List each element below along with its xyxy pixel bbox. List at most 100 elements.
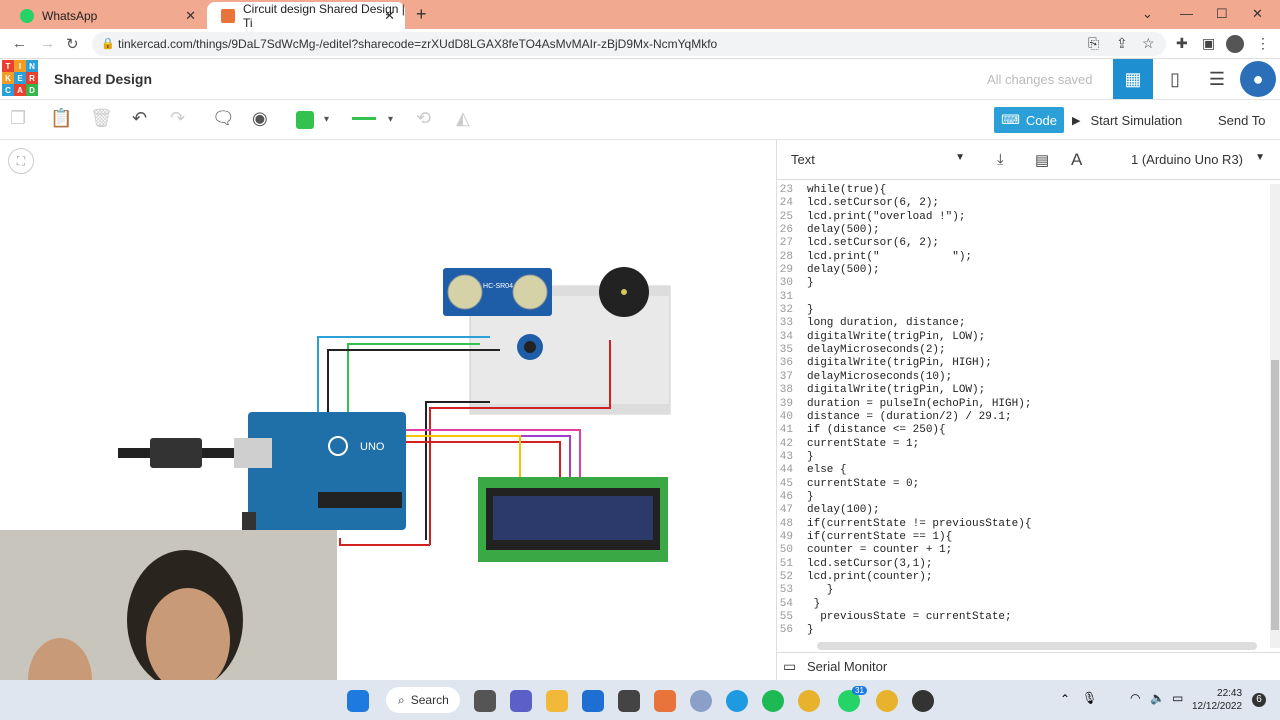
code-line[interactable]: 30} (777, 277, 1271, 290)
taskbar-clock[interactable]: 22:43 12/12/2022 (1192, 687, 1242, 713)
library-icon[interactable]: ▤ (1035, 152, 1050, 169)
forward-icon[interactable]: → (40, 35, 55, 52)
code-line[interactable]: 56} (777, 624, 1271, 637)
paste-icon[interactable]: 📋 (50, 108, 73, 128)
obs-icon[interactable] (912, 690, 934, 712)
serial-monitor-bar[interactable]: ▭ Serial Monitor (777, 652, 1280, 680)
chevron-down-icon[interactable]: ▾ (324, 114, 330, 125)
code-line[interactable]: 43} (777, 451, 1271, 464)
bookmark-star-icon[interactable]: ☆ (1142, 35, 1155, 51)
profile-avatar[interactable] (1226, 35, 1244, 53)
start-simulation-button[interactable]: ▶Start Simulation (1072, 107, 1182, 133)
code-button[interactable]: ⌨Code (994, 107, 1064, 133)
undo-icon[interactable]: ↶ (132, 108, 148, 128)
maximize-icon[interactable]: ☐ (1216, 6, 1228, 21)
new-tab-icon[interactable]: + (416, 4, 427, 24)
horizontal-scrollbar[interactable] (817, 642, 1257, 650)
file-explorer-icon[interactable] (546, 690, 568, 712)
delete-icon[interactable]: 🗑 (90, 108, 113, 128)
spotify-icon[interactable] (762, 690, 784, 712)
send-to-button[interactable]: Send To (1208, 107, 1275, 133)
volume-icon[interactable]: 🔈 (1150, 691, 1165, 705)
tinkercad-logo[interactable]: T I N K E R C A D (2, 60, 38, 97)
user-avatar[interactable]: ● (1240, 61, 1276, 97)
whatsapp-taskbar-icon[interactable] (838, 690, 860, 712)
side-panel-icon[interactable]: ▣ (1202, 35, 1216, 51)
tab-search-icon[interactable]: ⌄ (1142, 6, 1153, 21)
windows-start-icon[interactable] (347, 690, 369, 712)
chrome-active-icon[interactable] (876, 690, 898, 712)
task-view-icon[interactable] (474, 690, 496, 712)
vertical-scrollbar[interactable] (1270, 184, 1280, 648)
r-icon[interactable] (690, 690, 712, 712)
code-line[interactable]: 54 } (777, 598, 1271, 611)
edge-icon[interactable] (726, 690, 748, 712)
chrome-icon[interactable] (798, 690, 820, 712)
code-line[interactable]: 46} (777, 491, 1271, 504)
extensions-icon[interactable]: ✚ (1176, 35, 1188, 51)
mail-icon[interactable] (582, 690, 604, 712)
wifi-icon[interactable]: ◠ (1130, 691, 1141, 705)
install-icon[interactable]: ⎘ (1088, 35, 1100, 51)
code-line[interactable]: 55 previousState = currentState; (777, 611, 1271, 624)
xampp-icon[interactable] (654, 690, 676, 712)
reload-icon[interactable]: ↻ (66, 36, 79, 53)
microphone-icon[interactable]: 🎙 (1082, 691, 1098, 705)
menu-icon[interactable]: ⋮ (1256, 35, 1270, 51)
minimize-icon[interactable]: — (1180, 6, 1193, 21)
tab-tinkercad[interactable]: Circuit design Shared Design | Ti ✕ (207, 2, 405, 30)
flip-icon[interactable]: ◭ (456, 108, 470, 128)
notes-icon[interactable]: 🗨 (212, 108, 235, 128)
close-icon[interactable]: ✕ (185, 7, 196, 23)
component-list-icon[interactable]: ☰ (1208, 68, 1226, 89)
taskbar-search[interactable]: ⌕Search (386, 687, 460, 713)
notification-count[interactable]: 6 (1252, 693, 1266, 707)
copy-icon[interactable]: ❐ (10, 108, 27, 128)
chevron-down-icon[interactable]: ▾ (388, 114, 394, 125)
zoom-fit-icon[interactable]: ⛶ (8, 148, 34, 174)
notes-toggle-icon[interactable]: ◉ (252, 108, 268, 128)
code-line[interactable]: 32} (777, 304, 1271, 317)
download-icon[interactable]: ⤓ (997, 151, 1004, 168)
color-swatch[interactable] (296, 111, 314, 129)
share-icon[interactable]: ⇪ (1116, 35, 1128, 51)
tab-whatsapp[interactable]: WhatsApp ✕ (6, 2, 206, 29)
url-field[interactable]: 🔒 tinkercad.com/things/9DaL7SdWcMg-/edit… (92, 32, 1166, 56)
wire-type-icon[interactable] (352, 117, 376, 120)
tray-chevron-icon[interactable]: ⌃ (1060, 692, 1071, 706)
rotate-icon[interactable]: ⟲ (416, 108, 432, 128)
battery-icon[interactable]: ▭ (1172, 691, 1184, 705)
code-line[interactable]: 31 (777, 291, 1271, 304)
code-line[interactable]: 53 } (777, 584, 1271, 597)
design-title[interactable]: Shared Design (54, 71, 153, 87)
circuit-view-icon[interactable]: ▦ (1113, 59, 1153, 99)
close-icon[interactable]: ✕ (384, 7, 395, 23)
code-mode-select[interactable]: Text▼ (783, 146, 973, 174)
window-close-icon[interactable]: ✕ (1252, 6, 1263, 21)
